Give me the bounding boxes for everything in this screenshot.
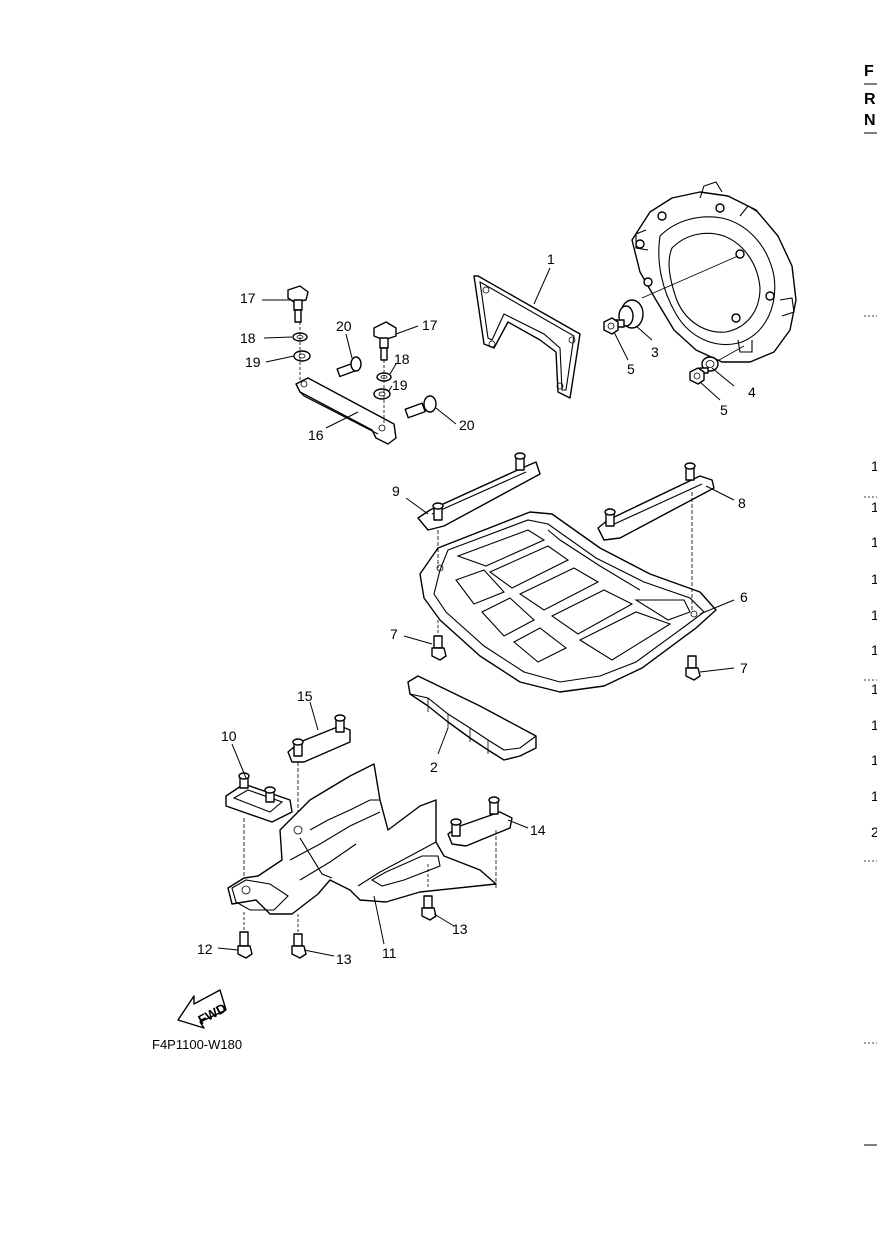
callout-15: 15 — [297, 688, 313, 704]
edge-number: 1 — [871, 681, 877, 697]
callout-10: 10 — [221, 728, 237, 744]
bolt-part-20-upper — [336, 356, 362, 378]
nut-part-5-lower — [689, 367, 705, 385]
bracket-part-16 — [295, 377, 397, 445]
edge-number: 1 — [871, 788, 877, 804]
header-letter-n: N — [864, 112, 876, 129]
callout-14: 14 — [530, 822, 546, 838]
callout-19b: 19 — [392, 377, 408, 393]
edge-number: 1 — [871, 499, 877, 515]
callout-12: 12 — [197, 941, 213, 957]
screw-part-12 — [237, 931, 253, 959]
callout-16: 16 — [308, 427, 324, 443]
damper-part-4 — [699, 356, 719, 374]
callout-18a: 18 — [240, 330, 256, 346]
bolt-part-20-lower — [404, 395, 437, 419]
edge-number: 1 — [871, 607, 877, 623]
callout-3: 3 — [651, 344, 659, 360]
rail-part-15 — [287, 714, 351, 763]
engine-housing — [631, 181, 797, 365]
pad-part-2 — [407, 675, 537, 761]
hull-part-11 — [227, 763, 497, 915]
edge-number: 1 — [871, 642, 877, 658]
callout-8: 8 — [738, 495, 746, 511]
callout-6: 6 — [740, 589, 748, 605]
fwd-arrow-icon: FWD — [177, 989, 229, 1029]
plate-part-1 — [473, 275, 581, 399]
nut-part-5-upper — [603, 317, 619, 335]
screw-part-13-right — [421, 895, 437, 921]
edge-number: 1 — [871, 752, 877, 768]
rail-part-8 — [597, 462, 715, 541]
screw-part-13-left — [291, 933, 307, 959]
callout-2: 2 — [430, 759, 438, 775]
callout-20b: 20 — [459, 417, 475, 433]
edge-number: 1 — [871, 534, 877, 550]
screw-part-7-left — [431, 635, 447, 661]
callout-17a: 17 — [240, 290, 256, 306]
frame-part-6 — [419, 511, 717, 693]
callout-5a: 5 — [627, 361, 635, 377]
header-letter-f: F — [864, 63, 874, 80]
callout-7b: 7 — [740, 660, 748, 676]
callout-18b: 18 — [394, 351, 410, 367]
leader-lines — [217, 267, 735, 957]
edge-number: 1 — [871, 717, 877, 733]
washer-part-19-right — [373, 388, 391, 400]
header-letter-r: R — [864, 91, 876, 108]
callout-13b: 13 — [336, 951, 352, 967]
callout-4: 4 — [748, 384, 756, 400]
callout-19a: 19 — [245, 354, 261, 370]
edge-number: 1 — [871, 458, 877, 474]
bolt-part-17-left — [287, 285, 309, 323]
rail-part-9 — [417, 452, 541, 531]
figure-code: F4P1100-W180 — [152, 1037, 242, 1052]
callout-17b: 17 — [422, 317, 438, 333]
callout-9: 9 — [392, 483, 400, 499]
bolt-part-17-right — [373, 321, 397, 361]
callout-13a: 13 — [452, 921, 468, 937]
callout-1: 1 — [547, 251, 555, 267]
callout-5b: 5 — [720, 402, 728, 418]
rail-part-14 — [447, 796, 513, 847]
edge-number: 2 — [871, 824, 877, 840]
washer-part-19-left — [293, 350, 311, 362]
block-part-10 — [225, 772, 293, 823]
callout-7a: 7 — [390, 626, 398, 642]
callout-20a: 20 — [336, 318, 352, 334]
edge-number: 1 — [871, 571, 877, 587]
callout-11: 11 — [382, 945, 397, 961]
screw-part-7-right — [685, 655, 701, 681]
